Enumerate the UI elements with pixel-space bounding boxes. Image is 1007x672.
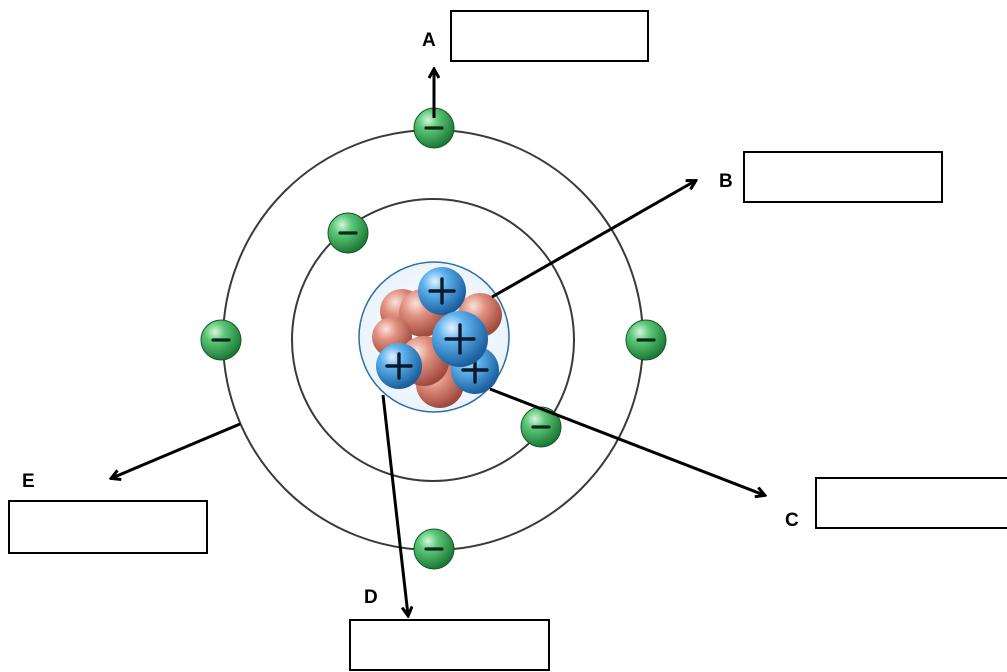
label-a: A bbox=[422, 30, 436, 51]
nucleus bbox=[358, 261, 510, 413]
electron bbox=[200, 319, 242, 361]
electron bbox=[413, 107, 455, 149]
label-b: B bbox=[719, 171, 733, 192]
proton bbox=[418, 267, 466, 315]
answer-box-a[interactable] bbox=[450, 10, 649, 62]
proton bbox=[376, 343, 422, 389]
arrow-c bbox=[489, 387, 764, 495]
inner-orbit bbox=[291, 198, 575, 482]
answer-box-b[interactable] bbox=[743, 151, 943, 203]
electron bbox=[625, 319, 667, 361]
label-e: E bbox=[22, 471, 35, 492]
electron bbox=[413, 528, 455, 570]
arrow-b bbox=[491, 181, 695, 299]
arrow-e bbox=[112, 422, 241, 478]
electron bbox=[520, 406, 562, 448]
electron bbox=[327, 212, 369, 254]
arrow-d bbox=[381, 394, 408, 615]
label-c: C bbox=[785, 510, 799, 531]
answer-box-e[interactable] bbox=[8, 500, 208, 554]
answer-box-d[interactable] bbox=[349, 619, 550, 671]
label-d: D bbox=[364, 587, 378, 608]
answer-box-c[interactable] bbox=[815, 477, 1007, 529]
proton bbox=[432, 311, 488, 367]
